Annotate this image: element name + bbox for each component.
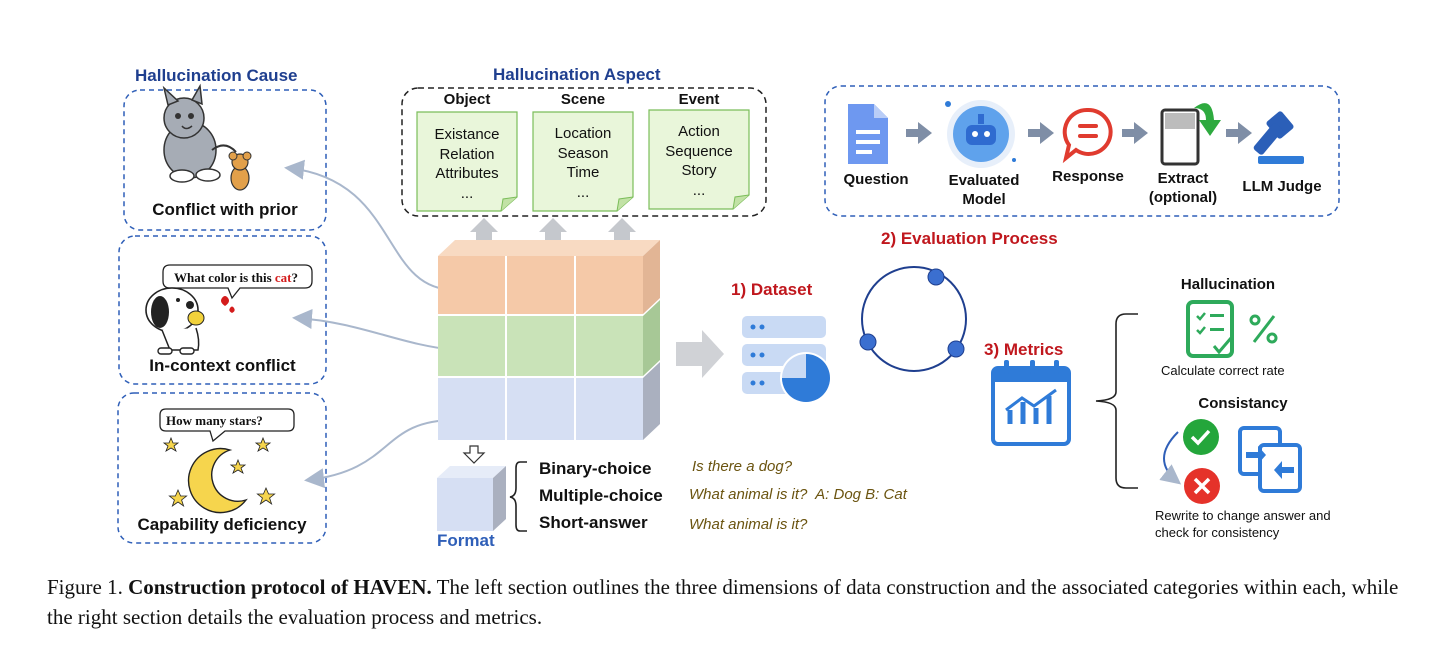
step-label-judge: LLM Judge <box>1242 178 1322 195</box>
aspect-item: Story <box>681 162 717 179</box>
aspect-item: ... <box>692 181 706 199</box>
format-example-multiple: What animal is it? A: Dog B: Cat <box>689 486 907 503</box>
cycle-icon <box>859 266 967 372</box>
arrow-to-capability <box>304 419 456 489</box>
figure-caption: Figure 1. Construction protocol of HAVEN… <box>47 572 1427 632</box>
dog-illustration <box>145 264 313 355</box>
aspect-item: Relation <box>439 145 495 163</box>
cube-stack <box>438 240 660 440</box>
caption-bold: Construction protocol of HAVEN. <box>128 575 432 599</box>
aspect-scene-list: Location Season Time ... <box>533 124 633 202</box>
step-label-question: Question <box>843 171 909 188</box>
metrics-brace <box>1095 313 1138 489</box>
aspect-item: Sequence <box>665 142 733 160</box>
aspect-panel <box>401 87 767 217</box>
cat-mouse-illustration <box>162 83 252 191</box>
aspect-item: Attributes <box>435 165 499 182</box>
format-example-short: What animal is it? <box>689 516 808 533</box>
format-down-arrow <box>462 445 486 464</box>
format-brace <box>509 461 527 532</box>
metrics-title: 3) Metrics <box>984 340 1064 359</box>
metric-hallucination-title: Hallucination <box>1180 276 1276 293</box>
dataset-label: 1) Dataset <box>731 280 813 299</box>
process-title: 2) Evaluation Process <box>881 229 1058 248</box>
aspect-header-object: Object <box>443 91 491 108</box>
cause-label-capability: Capability deficiency <box>137 515 307 534</box>
format-type-multiple: Multiple-choice <box>539 486 663 505</box>
metric-consistency-desc-1: Rewrite to change answer and <box>1155 508 1331 523</box>
step-label-model: Evaluated Model <box>948 172 1020 208</box>
aspect-header-scene: Scene <box>560 91 606 108</box>
cause-panel-context <box>118 235 327 385</box>
format-example-binary: Is there a dog? <box>692 458 793 475</box>
cause-label-prior: Conflict with prior <box>152 200 298 219</box>
caption-prefix: Figure 1. <box>47 575 129 599</box>
format-type-binary: Binary-choice <box>539 459 652 478</box>
speech-bubble-stars: How many stars? <box>166 413 263 428</box>
format-label: Format <box>437 531 495 550</box>
arrow-to-dataset <box>676 330 724 378</box>
extract-icon <box>1160 103 1221 166</box>
arrow-to-prior <box>284 159 456 291</box>
aspect-event-list: Action Sequence Story ... <box>649 122 749 200</box>
format-type-short: Short-answer <box>539 513 648 532</box>
metrics-calendar-icon <box>991 360 1071 446</box>
cause-title: Hallucination Cause <box>135 66 298 85</box>
process-arrows <box>906 122 1252 144</box>
metric-consistency-title: Consistancy <box>1198 395 1288 412</box>
document-icon <box>848 104 888 164</box>
aspect-object-list: Existance Relation Attributes ... <box>417 125 517 203</box>
format-cube <box>437 466 506 531</box>
step-label-extract: Extract (optional) <box>1148 170 1218 206</box>
caption-text: The left section outlines the three dime… <box>47 575 1399 629</box>
aspect-item: ... <box>460 184 474 202</box>
speech-bubble-color: What color is this cat? <box>174 270 298 285</box>
moon-stars-illustration <box>159 408 295 514</box>
aspect-item: ... <box>576 183 590 201</box>
aspect-title: Hallucination Aspect <box>493 65 661 84</box>
sticky-notes <box>416 109 750 212</box>
cause-panel-capability <box>117 392 327 544</box>
aspect-header-event: Event <box>678 91 720 108</box>
aspect-item: Location <box>554 125 612 142</box>
dataset-icon <box>742 316 832 404</box>
aspect-item: Time <box>566 164 600 181</box>
aspect-item: Existance <box>434 126 500 143</box>
step-label-response: Response <box>1052 168 1124 185</box>
aspect-item: Action <box>678 123 720 140</box>
cause-label-context: In-context conflict <box>149 356 296 375</box>
arrow-to-context <box>292 309 456 351</box>
metric-hallucination-desc: Calculate correct rate <box>1161 363 1285 378</box>
gavel-icon <box>1253 111 1304 164</box>
chat-bubble-icon <box>1062 107 1113 164</box>
consistency-icons <box>1159 419 1302 504</box>
robot-icon <box>945 100 1016 168</box>
aspect-item: Season <box>557 144 609 162</box>
cause-panel-prior <box>123 89 327 231</box>
checklist-percent-icon <box>1186 300 1278 358</box>
up-arrows <box>470 218 636 240</box>
metric-consistency-desc-2: check for consistency <box>1155 525 1280 540</box>
